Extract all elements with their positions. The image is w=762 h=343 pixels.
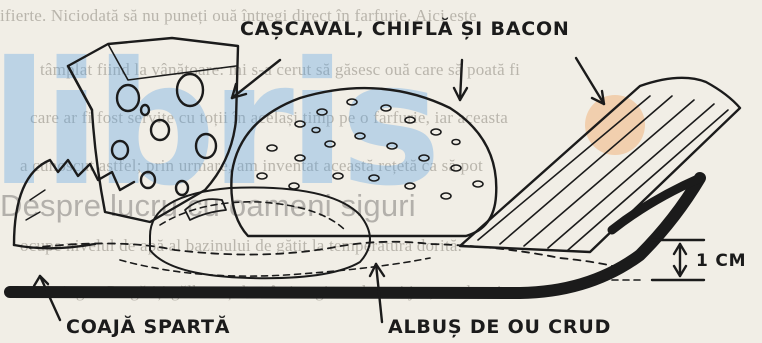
arrow-egg-white xyxy=(374,262,384,324)
egg-white xyxy=(29,240,621,269)
cheese-block xyxy=(66,36,240,224)
bacon-strip xyxy=(458,76,742,254)
background-text-line: ocupe nivelul de apă al bazinului de găt… xyxy=(20,236,463,255)
bun xyxy=(230,86,498,238)
dimension-marker xyxy=(650,238,706,282)
label-raw-egg-white: ALBUȘ DE OU CRUD xyxy=(388,316,612,338)
pan-line xyxy=(4,172,706,299)
arrow-shell xyxy=(38,274,62,322)
label-cheese-bun-bacon: CAȘCAVAL, CHIFLĂ ȘI BACON xyxy=(240,18,570,40)
background-text-line: tâmplat fiind la vânătoare: mi s-a cerut… xyxy=(40,60,521,79)
arrow-bun xyxy=(458,58,464,102)
background-text-line: a cunoscut astfel; prin urmare, am inven… xyxy=(20,156,483,175)
cracked-shell xyxy=(12,158,136,247)
background-text-line: ifierte. Niciodată să nu puneți ouă într… xyxy=(0,6,477,25)
arrow-bacon xyxy=(574,56,606,106)
label-thickness: 1 CM xyxy=(696,251,747,271)
arrow-cheese xyxy=(230,58,282,100)
label-cracked-shell: COAJĂ SPARTĂ xyxy=(66,316,231,338)
